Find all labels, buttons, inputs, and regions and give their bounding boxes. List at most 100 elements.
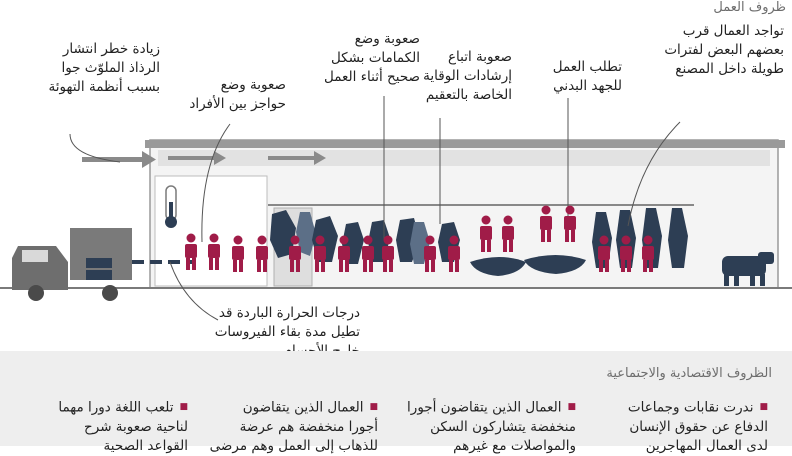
socioeconomic-item-shared-housing: ■العمال الذين يتقاضون أجورا منخفضة يتشار… [392,398,576,456]
truck-icon [12,228,132,301]
worker-leg [643,260,647,272]
worker-leg [239,260,243,272]
worker-leg [209,258,213,270]
worker-head [481,215,491,225]
bullet-marker: ■ [567,402,576,412]
factory-roof [145,140,785,148]
worker-figure [424,235,436,272]
worker-head [425,235,435,245]
worker-body [424,246,436,260]
airflow-arrows [82,151,326,168]
worker-leg [290,260,294,272]
worker-body [642,246,654,260]
worker-body [448,246,460,260]
callout-barriers: صعوبة وضع حواجز بين الأفراد [189,77,286,112]
worker-leg [369,260,373,272]
worker-head [233,235,243,245]
socioeconomic-heading: الظروف الاقتصادية والاجتماعية [606,366,772,381]
worker-leg [503,240,507,252]
callout-masks: صعوبة وضع الكمامات بشكل صحيح أثناء العمل [324,31,420,85]
worker-body [256,246,268,260]
worker-body [502,226,514,240]
worker-body [598,246,610,260]
truck-cargo-box-2 [86,270,112,280]
worker-leg [257,260,261,272]
bullet-marker: ■ [759,402,768,412]
leader-ventilation [69,133,121,163]
worker-head [541,205,551,215]
worker-head [290,235,300,245]
worker-body [540,216,552,230]
worker-figure [362,235,374,272]
bullet-marker: ■ [369,402,378,412]
truck-cab-window [22,250,48,262]
worker-figure [382,235,394,272]
truck-wheel-rear [102,285,118,301]
worker-figure [502,215,514,252]
worker-head [449,235,459,245]
cow-icon [722,252,774,286]
worker-figure [185,233,197,270]
worker-leg [649,260,653,272]
worker-head [599,235,609,245]
worker-body [185,244,197,258]
worker-leg [315,260,319,272]
worker-leg [599,260,603,272]
worker-body [232,246,244,260]
factory-diagram [0,96,792,321]
worker-leg [233,260,237,272]
worker-leg [487,240,491,252]
airflow-arrow-outside-head [142,151,156,168]
worker-head [621,235,631,245]
callout-ventilation: زيادة خطر انتشار الرذاذ الملوّث جوا بسبب… [48,41,160,95]
worker-leg [541,230,545,242]
airflow-arrow-2-head [314,151,326,165]
leader-barriers [201,123,231,243]
worker-head [339,235,349,245]
truck-wheel-front [28,285,44,301]
truck-cargo-box-1 [86,258,112,268]
worker-leg [383,260,387,272]
worker-leg [431,260,435,272]
bullet-text: العمال الذين يتقاضون أجورا منخفضة يتشارك… [407,399,576,454]
worker-figure [564,205,576,242]
leader-proximity [627,121,681,227]
worker-figure [338,235,350,272]
worker-head [209,233,219,243]
worker-leg [605,260,609,272]
workers [185,205,654,272]
worker-figure [540,205,552,242]
socioeconomic-item-low-wages: ■العمال الذين يتقاضون أجورا منخفضة هم عر… [206,398,378,456]
worker-head [643,235,653,245]
carcass-lying-1 [470,257,526,276]
bullet-text: تلعب اللغة دورا مهما لناحية صعوبة شرح ال… [58,399,188,454]
worker-leg [571,230,575,242]
worker-figure [448,235,460,272]
worker-figure [256,235,268,272]
carcass-lying-2 [524,255,586,274]
bullet-text: العمال الذين يتقاضون أجورا منخفضة هم عرض… [209,399,378,454]
callout-proximity: تواجد العمال قرب بعضهم البعض لفترات طويل… [664,23,784,77]
callout-physical: تطلب العمل للجهد البدني [552,59,622,94]
carcass-2 [296,212,316,256]
socioeconomic-item-language: ■تلعب اللغة دورا مهما لناحية صعوبة شرح ا… [16,398,188,456]
worker-body [314,246,326,260]
callout-protection: صعوبة اتباع إرشادات الوقاية الخاصة بالتع… [423,49,512,103]
carcass-12 [668,208,688,268]
worker-leg [481,240,485,252]
worker-leg [363,260,367,272]
worker-leg [627,260,631,272]
thermometer-icon [165,185,177,228]
bullet-marker: ■ [179,402,188,412]
worker-leg [345,260,349,272]
worker-figure [314,235,326,272]
leader-cold [169,261,219,321]
worker-body [362,246,374,260]
worker-leg [565,230,569,242]
worker-leg [389,260,393,272]
worker-figure [208,233,220,270]
worker-leg [321,260,325,272]
worker-body [208,244,220,258]
worker-figure [598,235,610,272]
worker-leg [192,258,196,270]
